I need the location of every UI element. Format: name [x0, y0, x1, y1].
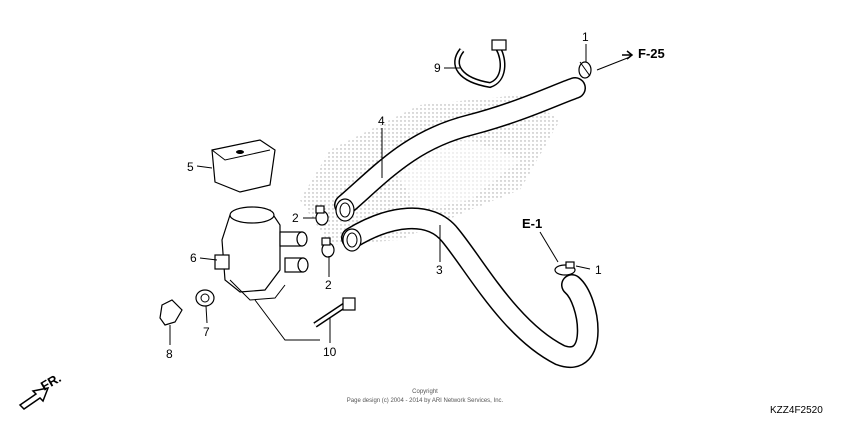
grommet — [195, 289, 215, 307]
callout-10: 10 — [323, 345, 337, 359]
callout-2-upper: 2 — [292, 211, 299, 225]
copyright-line-1: Copyright — [412, 389, 438, 395]
hose-clip-right — [554, 261, 576, 276]
callout-6: 6 — [190, 251, 197, 265]
hose-clip-top — [578, 61, 592, 79]
arrow-right-icon — [622, 50, 634, 60]
flange-bolt — [313, 297, 356, 328]
callout-1-right: 1 — [595, 263, 602, 277]
callout-9: 9 — [434, 61, 441, 75]
reference-e1[interactable]: E-1 — [522, 216, 542, 231]
air-suction-hose-upper — [334, 77, 586, 222]
callout-3: 3 — [436, 263, 443, 277]
callout-7: 7 — [203, 325, 210, 339]
air-suction-valve — [214, 206, 309, 301]
air-suction-hose-lower — [341, 207, 599, 368]
callout-2-lower: 2 — [325, 278, 332, 292]
front-direction-indicator: FR. — [18, 370, 64, 410]
leader-lines — [169, 44, 631, 345]
front-arrow-icon — [18, 386, 50, 410]
callout-1-top: 1 — [582, 30, 589, 44]
callout-8: 8 — [166, 347, 173, 361]
hose-clip-lower — [321, 237, 335, 258]
reference-f25[interactable]: F-25 — [638, 46, 665, 61]
copyright-line-2: Page design (c) 2004 - 2014 by ARI Netwo… — [347, 398, 504, 404]
cap — [159, 299, 183, 326]
band-clamp — [454, 39, 507, 89]
callout-5: 5 — [187, 160, 194, 174]
diagram-code: KZZ4F2520 — [770, 405, 823, 416]
callout-4: 4 — [378, 114, 385, 128]
rubber-cover — [211, 139, 276, 193]
